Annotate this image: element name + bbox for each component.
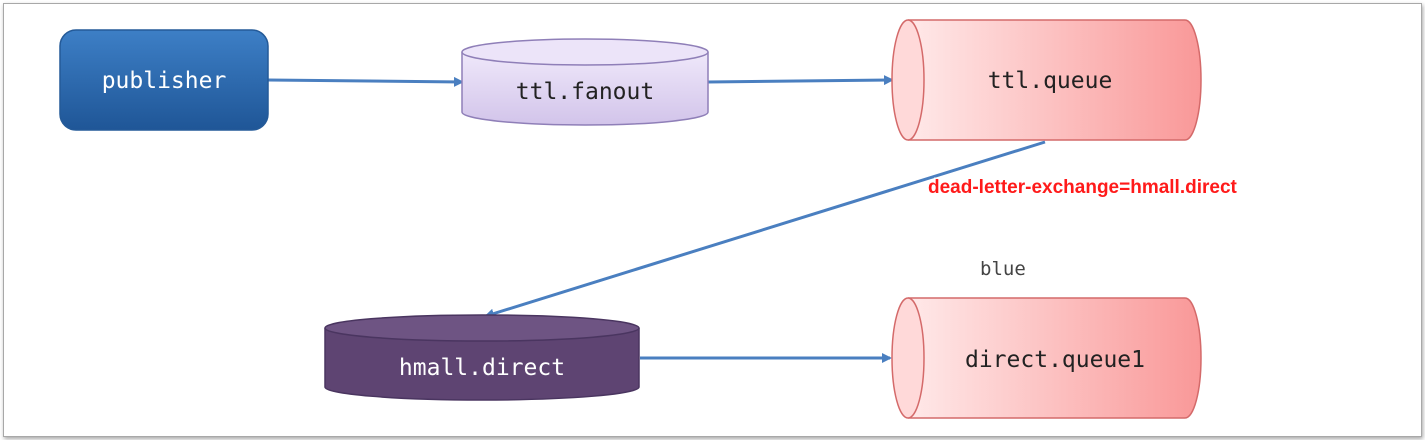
arrow-fanout-to-ttl-queue — [707, 75, 894, 86]
ttl-fanout-exchange: ttl.fanout — [461, 38, 709, 126]
publisher-label: publisher — [102, 68, 227, 94]
direct-queue1: direct.queue1 — [891, 297, 1202, 419]
hmall-direct-label: hmall.direct — [399, 355, 565, 381]
ttl-fanout-label: ttl.fanout — [516, 79, 654, 105]
arrow-ttl-queue-to-hmall-direct — [484, 140, 1046, 319]
dead-letter-exchange-label: dead-letter-exchange=hmall.direct — [928, 177, 1238, 198]
hmall-direct-exchange: hmall.direct — [324, 314, 640, 401]
ttl-queue-label: ttl.queue — [988, 68, 1113, 94]
direct-queue1-label: direct.queue1 — [965, 347, 1145, 373]
publisher-node: publisher — [59, 29, 269, 131]
routing-key-label: blue — [980, 258, 1026, 280]
arrow-publisher-to-fanout — [267, 76, 464, 87]
ttl-queue: ttl.queue — [891, 19, 1202, 141]
